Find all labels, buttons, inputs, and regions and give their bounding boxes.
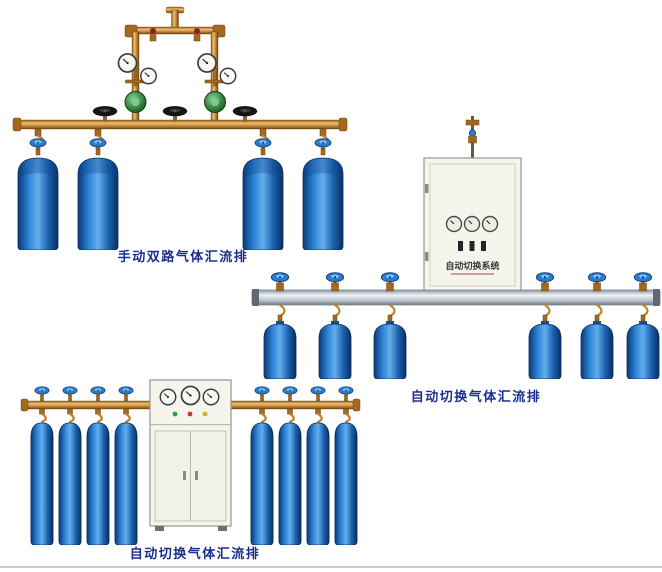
cylinder-station xyxy=(318,272,352,379)
gas-cylinder xyxy=(528,321,562,379)
cylinder-station xyxy=(114,386,138,545)
manifold-bar xyxy=(251,289,661,306)
product-caption: 自动切换气体汇流排 xyxy=(410,389,542,404)
gas-cylinder xyxy=(626,321,660,379)
auto-switch-floor-manifold-illustration xyxy=(20,379,361,545)
cabinet-switch xyxy=(469,241,475,251)
cabinet-gauges xyxy=(445,215,499,233)
indicator-light-red xyxy=(187,411,193,417)
gas-cylinder xyxy=(30,422,54,545)
cylinder-station xyxy=(580,272,614,379)
manifold-main-pipe xyxy=(12,117,348,132)
indicator-light-green xyxy=(172,411,178,417)
indicator-light-amber xyxy=(202,411,208,417)
cylinder-station xyxy=(17,128,59,250)
cylinder-station xyxy=(263,272,297,379)
gas-cylinder xyxy=(306,422,330,545)
door-handle xyxy=(183,471,186,480)
cylinder-station xyxy=(626,272,660,379)
valve-handwheel-icon xyxy=(92,105,118,122)
inlet-valve-knob-icon xyxy=(150,28,156,34)
cylinder-valve-icon xyxy=(89,138,107,150)
cylinder-station xyxy=(86,386,110,545)
cabinet-switch xyxy=(458,241,463,251)
pressure-gauge-icon xyxy=(140,67,157,85)
regulator-station-left xyxy=(117,53,157,113)
shutoff-valves xyxy=(92,105,258,122)
page-bottom-rule xyxy=(0,566,662,568)
cabinet-label: 自动切换系统 xyxy=(445,260,499,271)
cabinet-gauges xyxy=(159,385,220,406)
cylinder-station xyxy=(302,128,344,250)
pressure-gauge-icon xyxy=(117,53,138,73)
gas-cylinder xyxy=(580,321,614,379)
cylinder-station xyxy=(250,386,274,545)
gas-cylinder xyxy=(278,422,302,545)
cabinet-switch xyxy=(481,241,486,251)
gas-cylinder xyxy=(114,422,138,545)
gas-cylinder xyxy=(17,157,59,250)
control-cabinet xyxy=(149,379,232,531)
manual-dual-manifold-illustration xyxy=(12,6,348,250)
cylinder-station xyxy=(77,128,119,250)
cylinder-station xyxy=(334,386,358,545)
product-caption: 自动切换气体汇流排 xyxy=(129,546,261,561)
regulator-station-right xyxy=(197,53,237,113)
cabinet-inlet-pipe xyxy=(465,116,480,160)
cylinder-valve-icon xyxy=(29,138,47,150)
cylinder-station xyxy=(30,386,54,545)
manifold-pipe-right xyxy=(230,398,361,412)
door-handle xyxy=(195,471,198,480)
gas-cylinder xyxy=(263,321,297,379)
pressure-gauge-icon xyxy=(180,385,201,406)
gas-cylinder xyxy=(77,157,119,250)
pressure-gauge-icon xyxy=(219,67,237,85)
gas-cylinder xyxy=(250,422,274,545)
auto-switch-wall-manifold-illustration: 自动切换系统 xyxy=(251,116,661,379)
valve-handwheel-icon xyxy=(162,105,188,122)
cylinder-station xyxy=(58,386,82,545)
control-cabinet: 自动切换系统 xyxy=(423,157,522,293)
cylinder-station xyxy=(242,128,284,250)
pressure-gauge-icon xyxy=(197,53,217,73)
pressure-gauge-icon xyxy=(159,388,177,406)
inlet-valve-icon xyxy=(468,129,477,137)
pressure-gauge-icon xyxy=(202,388,220,406)
gas-cylinder xyxy=(318,321,352,379)
gas-cylinder xyxy=(334,422,358,545)
cylinder-station xyxy=(373,272,407,379)
cylinder-station xyxy=(306,386,330,545)
product-caption: 手动双路气体汇流排 xyxy=(117,249,249,264)
cylinder-station xyxy=(528,272,562,379)
gas-cylinder xyxy=(373,321,407,379)
gas-cylinder xyxy=(86,422,110,545)
gas-cylinder xyxy=(58,422,82,545)
cylinder-station xyxy=(278,386,302,545)
inlet-valve-knob-icon xyxy=(194,28,200,34)
